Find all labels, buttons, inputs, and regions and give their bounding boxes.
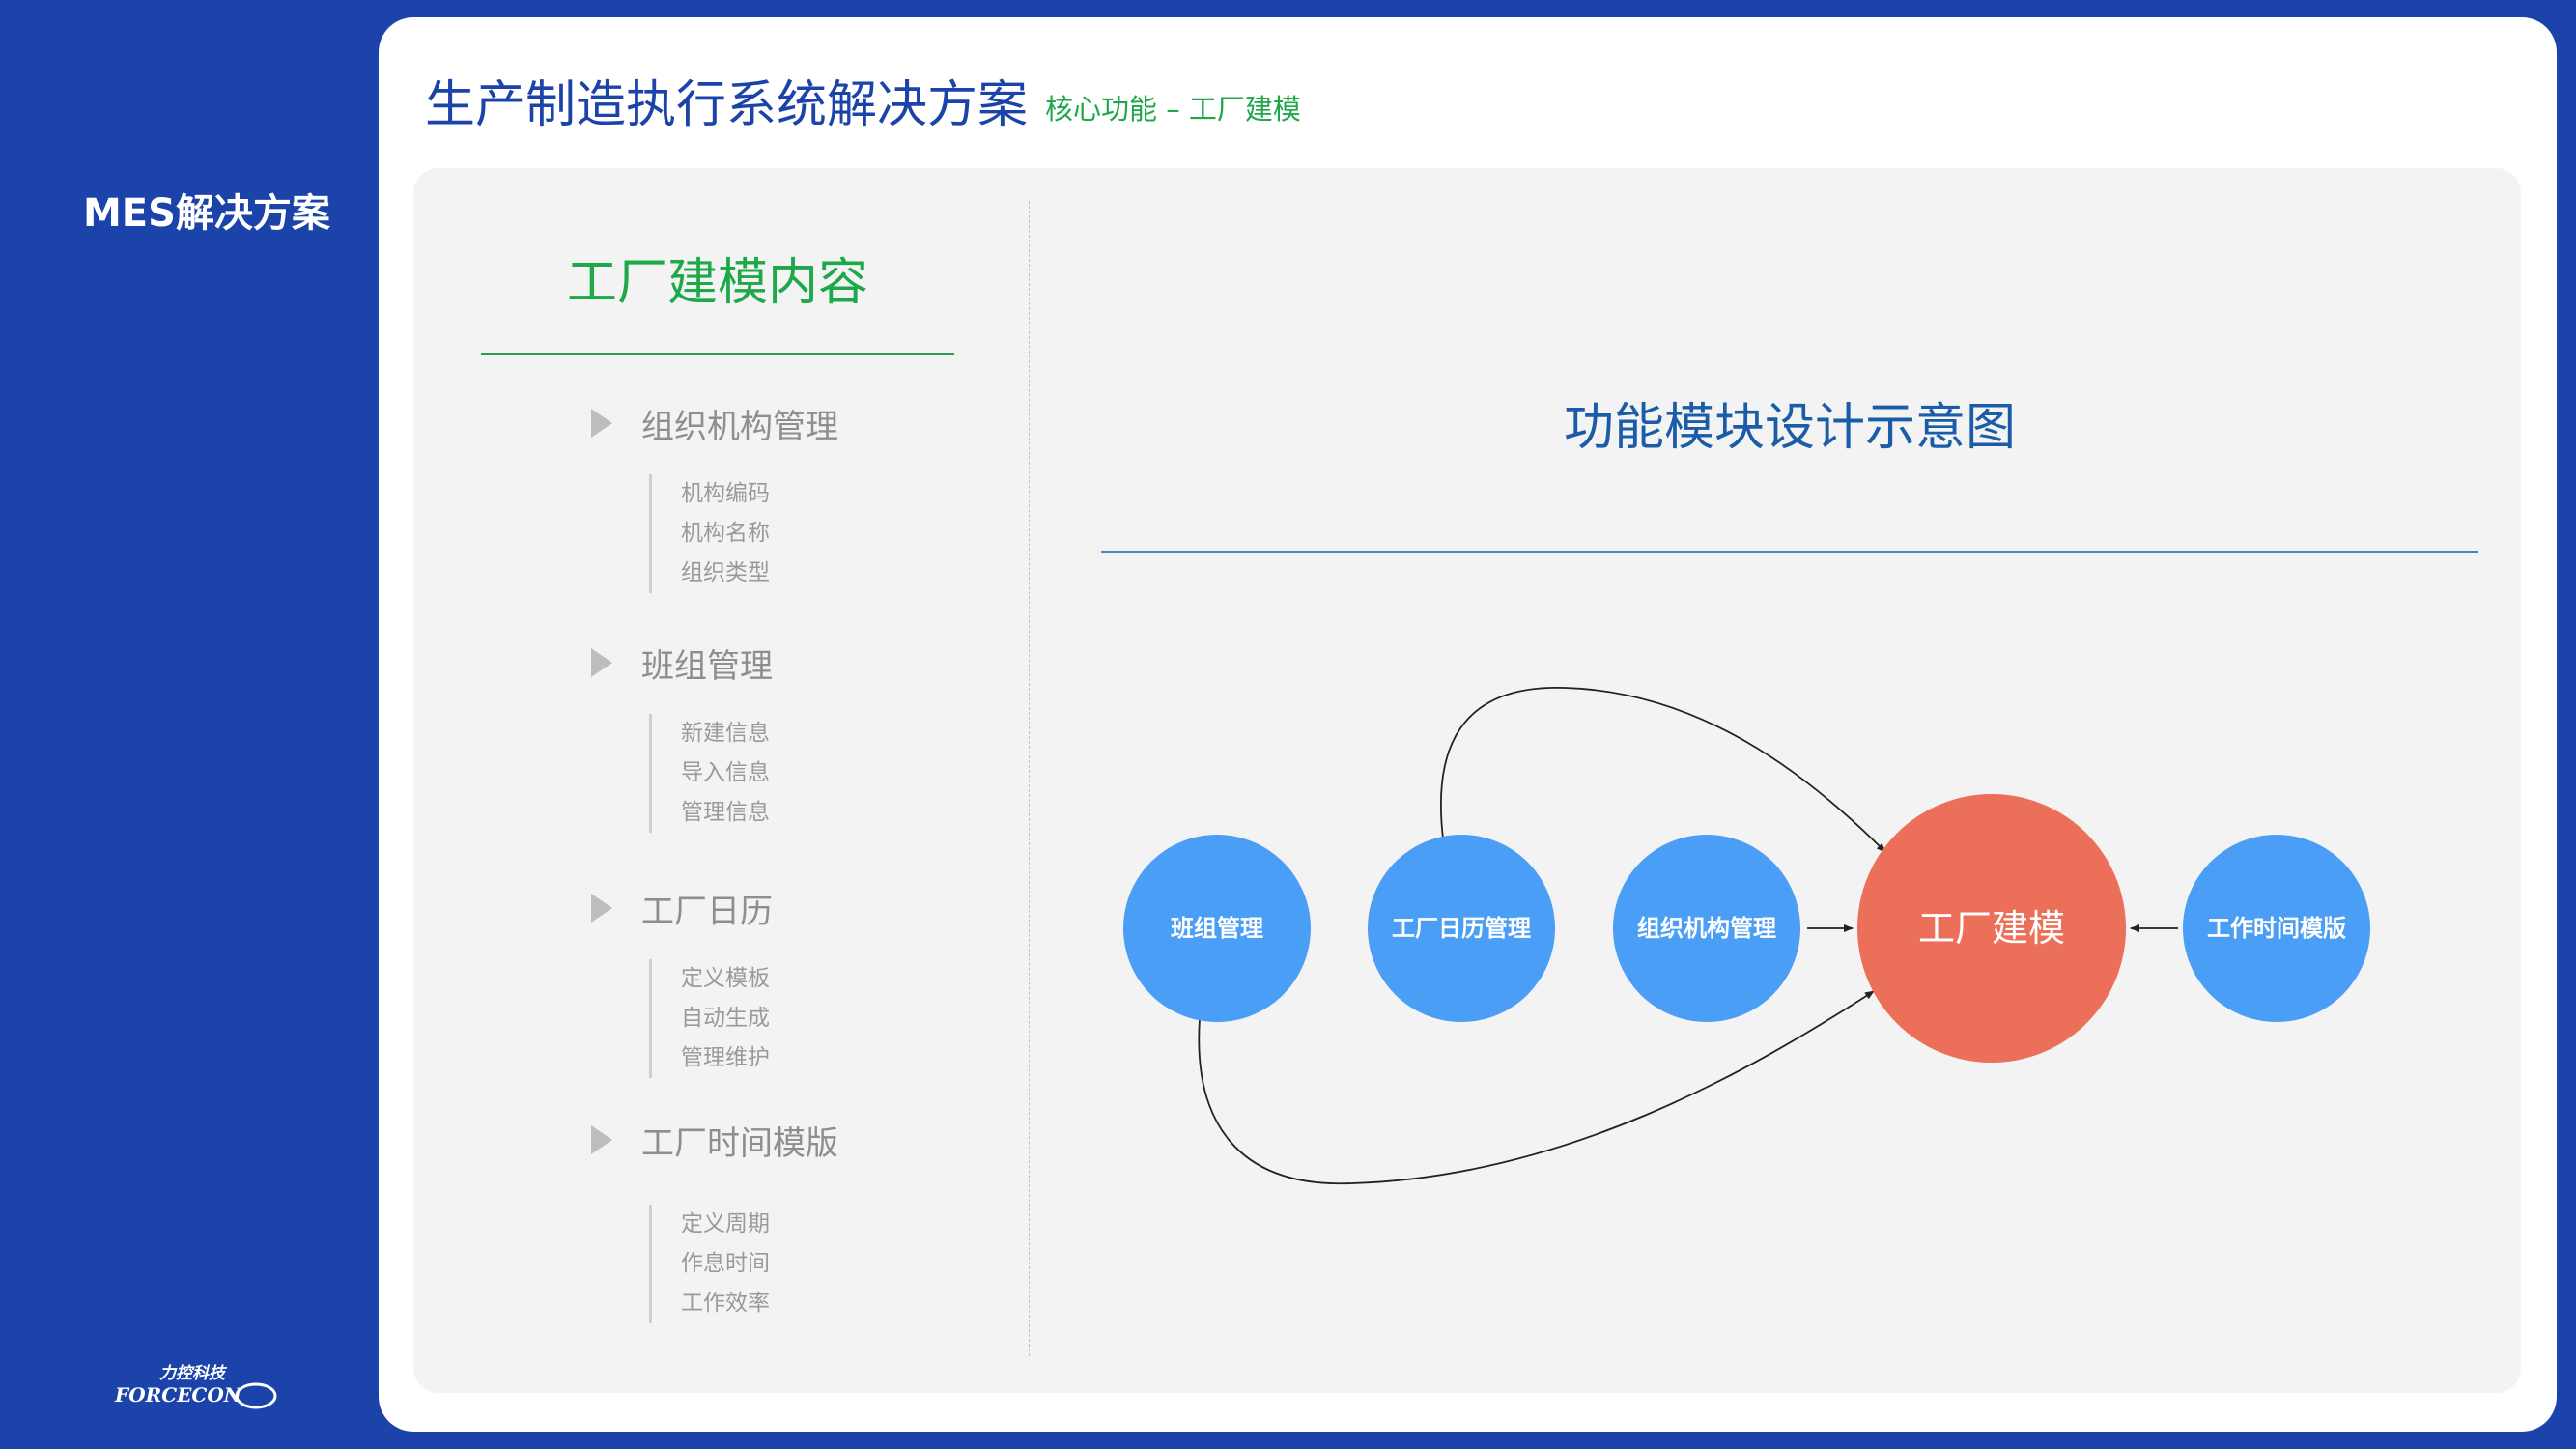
node-label: 组织机构管理 xyxy=(1637,915,1776,942)
sub-item: 组织类型 xyxy=(681,560,770,585)
diagram-title-underline xyxy=(1101,551,2478,553)
sidebar-title: MES解决方案 xyxy=(83,191,330,236)
node-label: 工厂日历管理 xyxy=(1392,915,1531,942)
section-label: 工厂日历 xyxy=(641,892,773,931)
section-team: 班组管理 新建信息 导入信息 管理信息 xyxy=(591,639,773,833)
play-triangle-icon xyxy=(591,1125,612,1154)
play-triangle-icon xyxy=(591,648,612,677)
content-panel xyxy=(413,168,2521,1393)
forcecon-logo: 力控科技 FORCECON xyxy=(114,1364,277,1409)
page-title: 生产制造执行系统解决方案 xyxy=(425,76,1029,134)
sub-item: 作息时间 xyxy=(681,1251,770,1276)
play-triangle-icon xyxy=(591,409,612,438)
sub-item: 自动生成 xyxy=(681,1006,770,1031)
sub-list: 机构编码 机构名称 组织类型 xyxy=(649,474,838,593)
sub-item: 定义周期 xyxy=(681,1211,770,1236)
logo-brand-text: FORCECON xyxy=(114,1383,242,1406)
node-center: 工厂建模 xyxy=(1857,794,2126,1063)
node-banzu: 班组管理 xyxy=(1123,835,1311,1022)
logo-chinese-text: 力控科技 xyxy=(159,1364,228,1383)
left-panel-title: 工厂建模内容 xyxy=(566,254,868,312)
sub-item: 定义模板 xyxy=(681,966,770,991)
section-time-template: 工厂时间模版 定义周期 作息时间 工作效率 xyxy=(591,1116,838,1323)
node-label: 班组管理 xyxy=(1171,915,1263,942)
section-label: 班组管理 xyxy=(641,646,773,686)
play-triangle-icon xyxy=(591,894,612,923)
sub-item: 导入信息 xyxy=(681,760,770,785)
sub-item: 机构编码 xyxy=(681,481,770,506)
panel-divider xyxy=(1029,201,1030,1356)
node-label: 工厂建模 xyxy=(1918,907,2065,950)
section-label: 组织机构管理 xyxy=(641,407,838,446)
sub-item: 机构名称 xyxy=(681,521,770,546)
section-calendar: 工厂日历 定义模板 自动生成 管理维护 xyxy=(591,884,773,1078)
sub-item: 管理维护 xyxy=(681,1045,770,1070)
edge-rili-to-center xyxy=(1440,687,1886,853)
node-label: 工作时间模版 xyxy=(2207,915,2346,942)
sub-item: 新建信息 xyxy=(681,721,770,746)
node-shijian: 工作时间模版 xyxy=(2183,835,2370,1022)
sub-item: 管理信息 xyxy=(681,800,770,825)
sub-list: 新建信息 导入信息 管理信息 xyxy=(649,714,773,833)
sub-list: 定义周期 作息时间 工作效率 xyxy=(649,1205,838,1323)
sub-item: 工作效率 xyxy=(681,1291,770,1316)
diagram-title: 功能模块设计示意图 xyxy=(1563,399,2016,457)
edge-banzu-to-center xyxy=(1198,990,1875,1185)
left-title-underline xyxy=(481,353,954,355)
node-rili: 工厂日历管理 xyxy=(1368,835,1555,1022)
node-zuzhi: 组织机构管理 xyxy=(1613,835,1800,1022)
page-subtitle: 核心功能 – 工厂建模 xyxy=(1045,93,1301,126)
section-org: 组织机构管理 机构编码 机构名称 组织类型 xyxy=(591,399,838,593)
section-label: 工厂时间模版 xyxy=(641,1123,838,1163)
sub-list: 定义模板 自动生成 管理维护 xyxy=(649,959,773,1078)
